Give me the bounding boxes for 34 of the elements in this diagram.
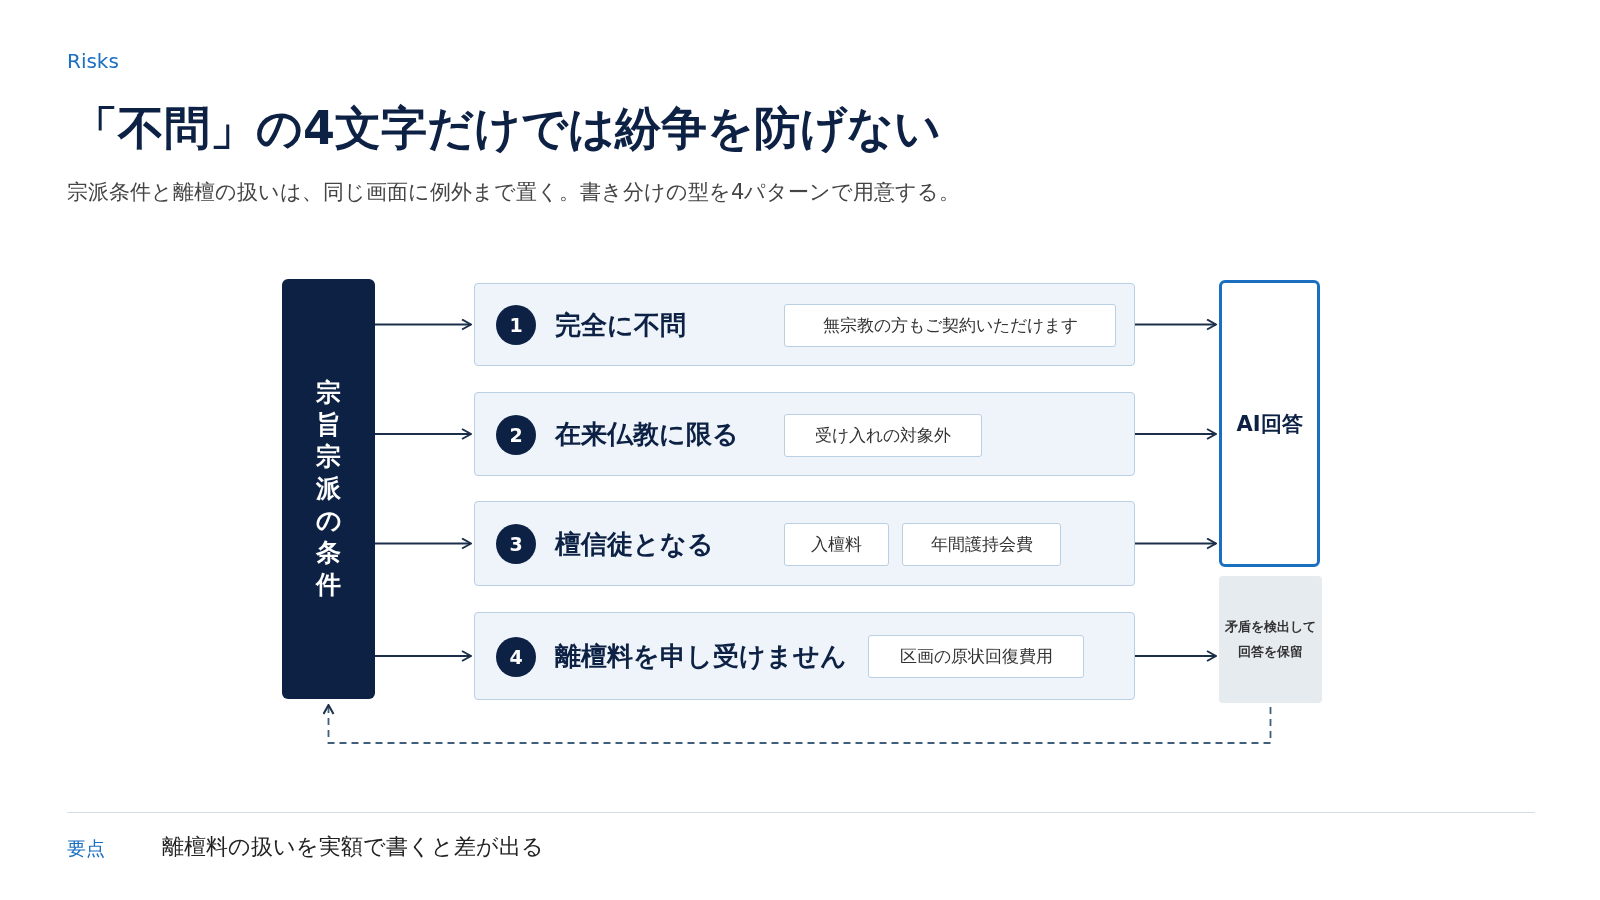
hold-box: 矛盾を検出して回答を保留 <box>1219 576 1322 703</box>
arrow <box>374 318 472 331</box>
number-circle: 4 <box>496 637 536 677</box>
tag-box: 無宗教の方もご契約いただけます <box>784 304 1116 347</box>
feedback-arrow <box>322 704 1272 744</box>
arrow <box>1134 428 1217 440</box>
pattern-box <box>474 283 1135 366</box>
arrow <box>374 428 472 440</box>
pattern-box <box>474 392 1135 476</box>
condition-bar: 宗旨宗派の条件 <box>282 279 375 699</box>
arrow <box>374 650 472 662</box>
number-circle: 2 <box>496 415 536 455</box>
section-label: Risks <box>67 49 119 73</box>
pattern-title: 在来仏教に限る <box>555 417 739 451</box>
tag-box: 入檀料 <box>784 523 889 566</box>
tag-box: 受け入れの対象外 <box>784 414 982 457</box>
key-point-text: 離檀料の扱いを実額で書くと差が出る <box>162 833 544 861</box>
arrow <box>1134 537 1217 550</box>
pattern-title: 檀信徒となる <box>555 527 714 561</box>
pattern-title: 完全に不問 <box>555 308 686 341</box>
answer-box: AI回答 <box>1219 280 1320 567</box>
subtitle: 宗派条件と離檀の扱いは、同じ画面に例外まで置く。書き分けの型を4パターンで用意する。 <box>67 179 961 206</box>
title: 「不問」の4文字だけでは紛争を防げない <box>72 100 941 157</box>
pattern-box <box>474 612 1135 700</box>
pattern-title: 離檀料を申し受けません <box>555 639 847 673</box>
arrow <box>1134 650 1217 662</box>
arrow <box>374 537 472 550</box>
number-circle: 1 <box>496 305 536 345</box>
key-point-label: 要点 <box>67 836 105 861</box>
number-circle: 3 <box>496 524 536 564</box>
pattern-box <box>474 501 1135 586</box>
tag-box: 年間護持会費 <box>902 523 1061 566</box>
arrow <box>1134 318 1217 331</box>
tag-box: 区画の原状回復費用 <box>868 635 1084 678</box>
